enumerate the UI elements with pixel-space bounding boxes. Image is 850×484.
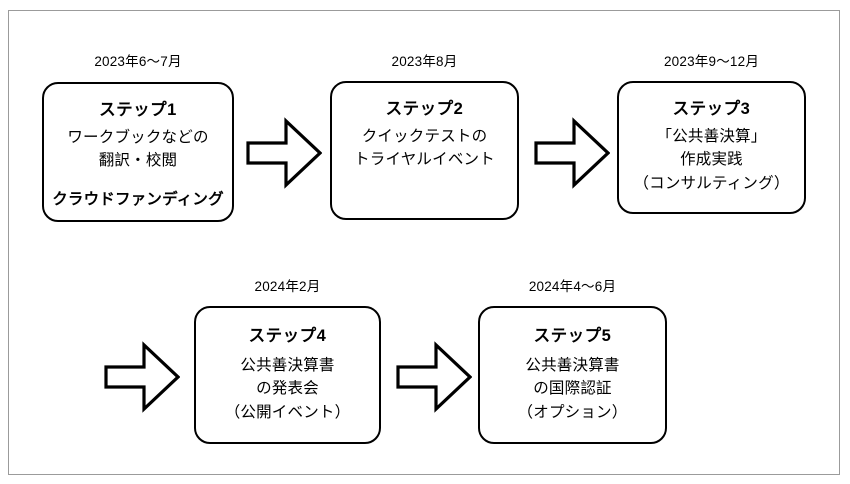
step-3-line: 「公共善決算」: [656, 128, 767, 145]
step-3-body: 「公共善決算」 作成実践 （コンサルティング）: [633, 125, 789, 195]
step-4-line: の発表会: [256, 380, 319, 398]
arrow-right-icon-4: [396, 341, 472, 413]
step-4-line: 公共善決算書: [240, 357, 335, 374]
arrow-right-icon-2: [534, 117, 610, 189]
step-4: 2024年2月 ステップ4 公共善決算書 の発表会 （公開イベント）: [194, 275, 381, 445]
step-1-footer: クラウドファンディング: [52, 190, 224, 208]
step-3-title: ステップ3: [672, 100, 751, 118]
step-4-date-label: 2024年2月: [254, 279, 321, 294]
step-2-box[interactable]: ステップ2 クイックテストの トライヤルイベント: [330, 81, 519, 220]
step-5-line: の国際認証: [533, 380, 612, 398]
arrow-right-icon-1: [246, 117, 322, 189]
step-1-box[interactable]: ステップ1 ワークブックなどの 翻訳・校閲 クラウドファンディング: [42, 82, 234, 222]
step-5: 2024年4〜6月 ステップ5 公共善決算書 の国際認証 （オプション）: [478, 275, 667, 445]
step-2-line: クイックテストの: [361, 128, 488, 145]
step-3-box[interactable]: ステップ3 「公共善決算」 作成実践 （コンサルティング）: [617, 81, 806, 214]
step-2-body: クイックテストの トライヤルイベント: [354, 125, 495, 172]
step-3-line: （コンサルティング）: [633, 174, 790, 192]
step-1-line: ワークブックなどの: [67, 129, 209, 146]
step-1-body: ワークブックなどの 翻訳・校閲: [67, 126, 208, 173]
step-2: 2023年8月 ステップ2 クイックテストの トライヤルイベント: [330, 50, 519, 220]
step-1: 2023年6〜7月 ステップ1 ワークブックなどの 翻訳・校閲 クラウドファンデ…: [42, 50, 234, 222]
step-5-line: （オプション）: [517, 403, 628, 421]
step-3: 2023年9〜12月 ステップ3 「公共善決算」 作成実践 （コンサルティング）: [617, 50, 806, 215]
step-1-date-label: 2023年6〜7月: [94, 54, 182, 69]
step-1-title: ステップ1: [99, 101, 177, 119]
step-3-date-label: 2023年9〜12月: [663, 54, 760, 69]
step-5-box[interactable]: ステップ5 公共善決算書 の国際認証 （オプション）: [478, 306, 667, 444]
step-5-title: ステップ5: [533, 327, 612, 345]
step-5-date-label: 2024年4〜6月: [528, 279, 617, 294]
step-4-title: ステップ4: [248, 327, 327, 345]
arrow-right-icon-3: [104, 341, 180, 413]
step-1-line: 翻訳・校閲: [98, 152, 178, 170]
step-4-line: （公開イベント）: [224, 403, 351, 421]
step-2-line: トライヤルイベント: [354, 151, 495, 169]
step-3-line: 作成実践: [680, 151, 743, 169]
step-5-body: 公共善決算書 の国際認証 （オプション）: [518, 354, 628, 424]
step-2-title: ステップ2: [385, 100, 464, 118]
step-2-date-label: 2023年8月: [391, 54, 458, 69]
step-4-body: 公共善決算書 の発表会 （公開イベント）: [225, 354, 351, 424]
step-5-line: 公共善決算書: [525, 357, 620, 374]
step-4-box[interactable]: ステップ4 公共善決算書 の発表会 （公開イベント）: [194, 306, 381, 444]
